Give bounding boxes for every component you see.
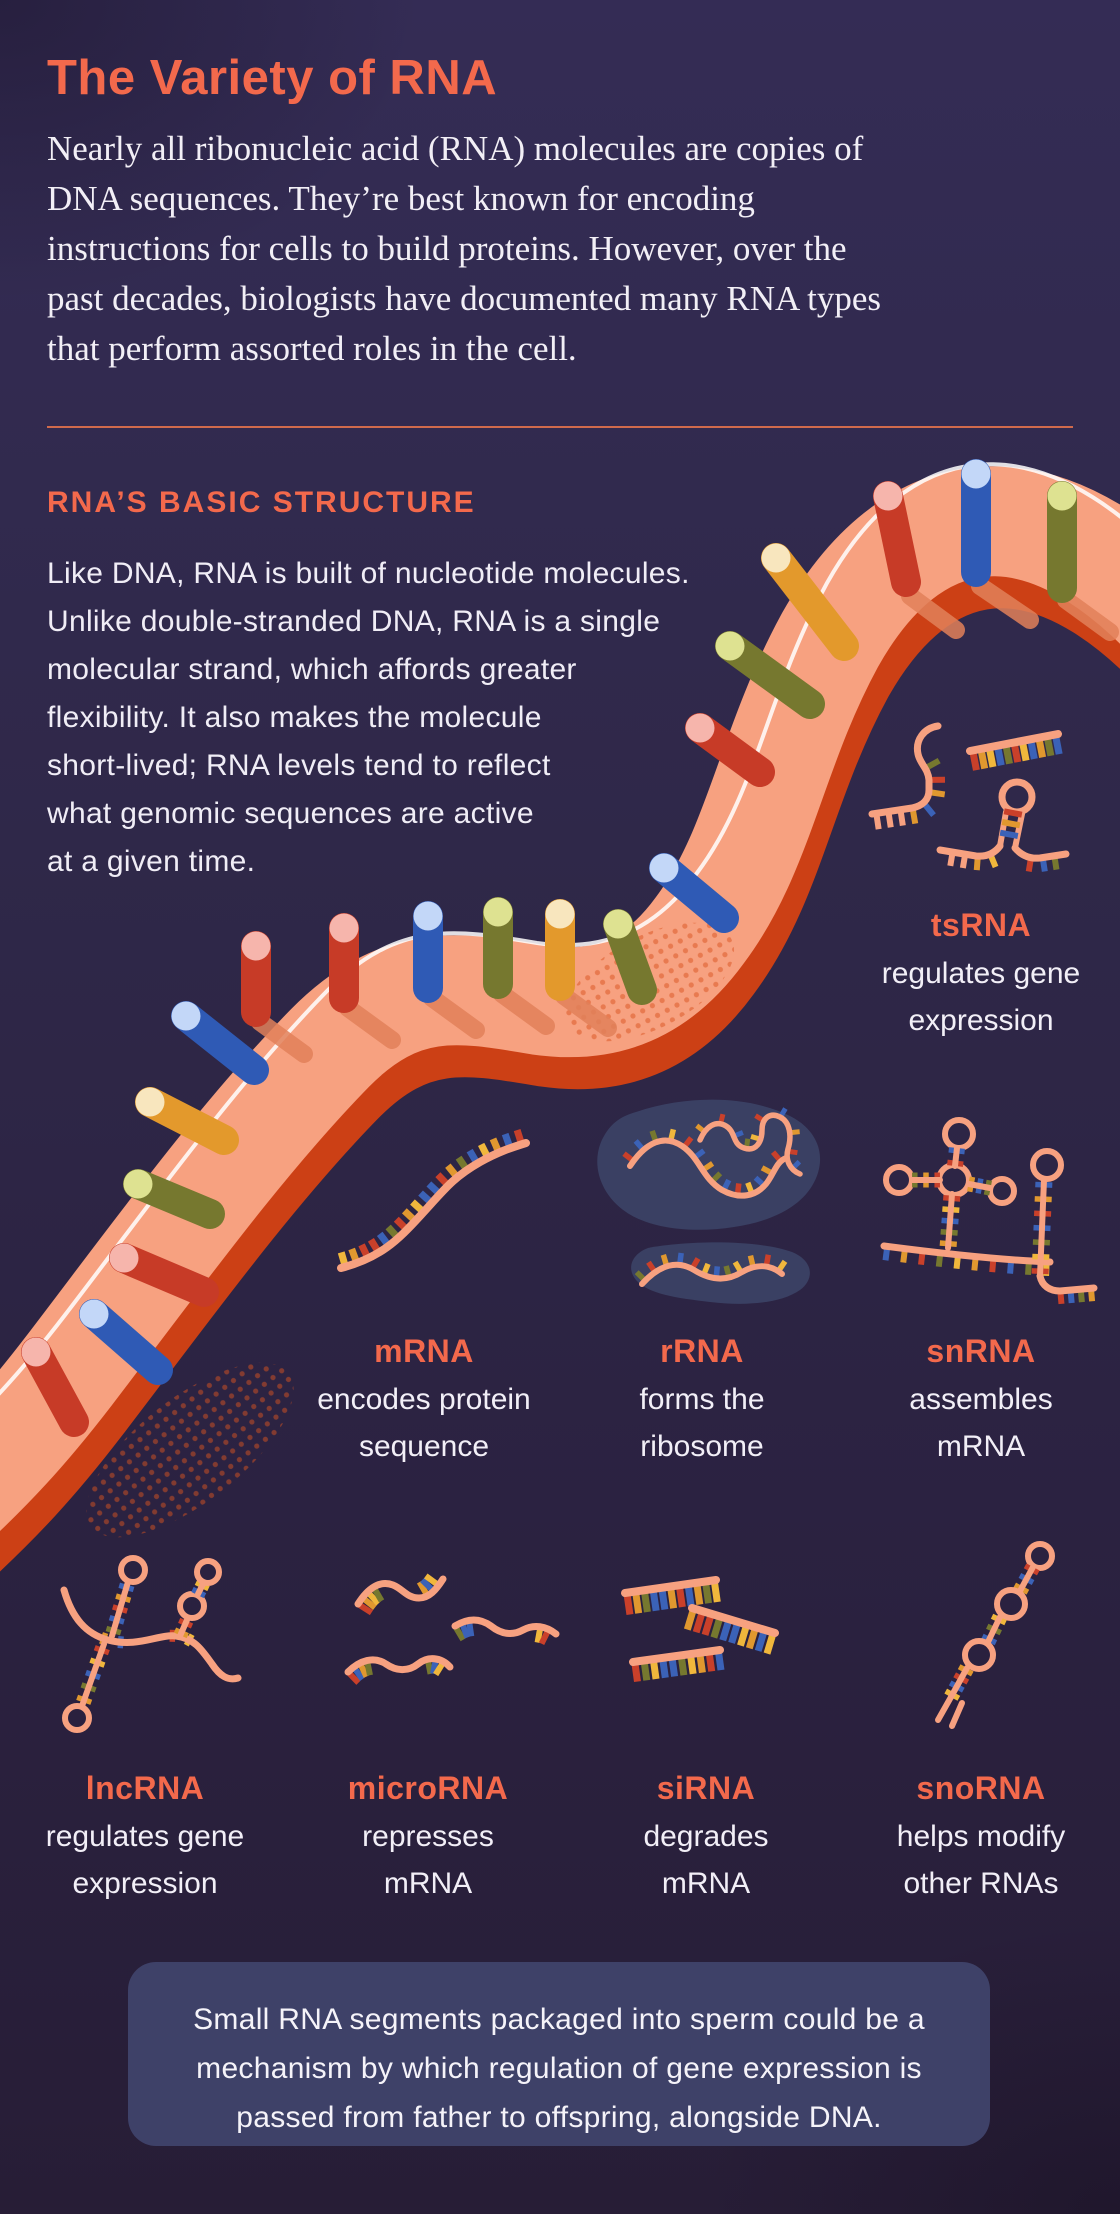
rna-type-desc: expression <box>72 1867 218 1900</box>
rna-type-desc: represses <box>362 1820 494 1853</box>
intro-line: instructions for cells to build proteins… <box>47 229 847 268</box>
body-line: Like DNA, RNA is built of nucleotide mol… <box>47 557 690 590</box>
page-title: The Variety of RNA <box>47 51 498 105</box>
sperm-rna-callout: Small RNA segments packaged into sperm c… <box>128 1962 990 2146</box>
label-microrna: microRNA represses mRNA <box>298 1763 558 1907</box>
body-line: short-lived; RNA levels tend to reflect <box>47 749 551 782</box>
body-line: what genomic sequences are active <box>47 797 534 830</box>
label-mrna: mRNA encodes protein sequence <box>294 1326 554 1470</box>
lncrna-illustration <box>60 1555 242 1733</box>
label-tsrna: tsRNA regulates gene expression <box>851 900 1111 1044</box>
rna-type-desc: helps modify <box>896 1820 1066 1853</box>
rna-type-desc: regulates gene <box>45 1820 245 1853</box>
rna-type-desc: expression <box>908 1004 1054 1037</box>
rna-type-name: snRNA <box>926 1333 1036 1369</box>
microrna-illustration <box>344 1573 560 1685</box>
rna-type-desc: encodes protein <box>317 1383 531 1416</box>
rna-type-desc: ribosome <box>640 1430 764 1463</box>
intro-paragraph: Nearly all ribonucleic acid (RNA) molecu… <box>47 124 1057 374</box>
section-heading: RNA’S BASIC STRUCTURE <box>47 486 476 519</box>
body-line: at a given time. <box>47 845 256 878</box>
body-line: Unlike double-stranded DNA, RNA is a sin… <box>47 605 661 638</box>
label-sirna: siRNA degrades mRNA <box>576 1763 836 1907</box>
rna-type-desc: forms the <box>639 1383 765 1416</box>
snorna-illustration <box>935 1541 1055 1729</box>
label-lncrna: lncRNA regulates gene expression <box>15 1763 275 1907</box>
callout-line: mechanism by which regulation of gene ex… <box>196 2052 922 2085</box>
intro-line: DNA sequences. They’re best known for en… <box>47 179 755 218</box>
rna-type-desc: mRNA <box>936 1430 1026 1463</box>
label-snrna: snRNA assembles mRNA <box>851 1326 1111 1470</box>
rna-type-name: rRNA <box>660 1333 744 1369</box>
structure-paragraph: Like DNA, RNA is built of nucleotide mol… <box>47 550 727 886</box>
rna-type-desc: mRNA <box>661 1867 751 1900</box>
sirna-illustration <box>621 1576 779 1683</box>
rna-type-name: microRNA <box>347 1770 509 1806</box>
section-divider <box>47 426 1073 428</box>
rrna-illustration <box>597 1099 821 1304</box>
rna-type-desc: degrades <box>643 1820 769 1853</box>
rna-type-name: lncRNA <box>85 1770 205 1806</box>
intro-line: that perform assorted roles in the cell. <box>47 329 577 368</box>
intro-line: Nearly all ribonucleic acid (RNA) molecu… <box>47 129 864 168</box>
body-line: molecular strand, which affords greater <box>47 653 577 686</box>
rna-type-name: tsRNA <box>930 907 1032 943</box>
rna-type-desc: assembles <box>909 1383 1053 1416</box>
rna-type-desc: regulates gene <box>881 957 1081 990</box>
rna-type-desc: mRNA <box>383 1867 473 1900</box>
mrna-illustration <box>337 1129 530 1272</box>
rna-type-name: siRNA <box>656 1770 756 1806</box>
rna-type-desc: sequence <box>358 1430 490 1463</box>
body-line: flexibility. It also makes the molecule <box>47 701 542 734</box>
rna-ribbon-illustration <box>0 459 1120 1568</box>
callout-line: Small RNA segments packaged into sperm c… <box>193 2003 925 2036</box>
rna-type-desc: other RNAs <box>903 1867 1059 1900</box>
intro-line: past decades, biologists have documented… <box>47 279 882 318</box>
tsrna-illustration <box>868 722 1070 872</box>
rna-type-name: mRNA <box>374 1333 474 1369</box>
rna-type-name: snoRNA <box>916 1770 1046 1806</box>
callout-line: passed from father to offspring, alongsi… <box>236 2101 882 2134</box>
label-snorna: snoRNA helps modify other RNAs <box>851 1763 1111 1907</box>
label-rrna: rRNA forms the ribosome <box>572 1326 832 1470</box>
snrna-illustration <box>880 1117 1098 1305</box>
